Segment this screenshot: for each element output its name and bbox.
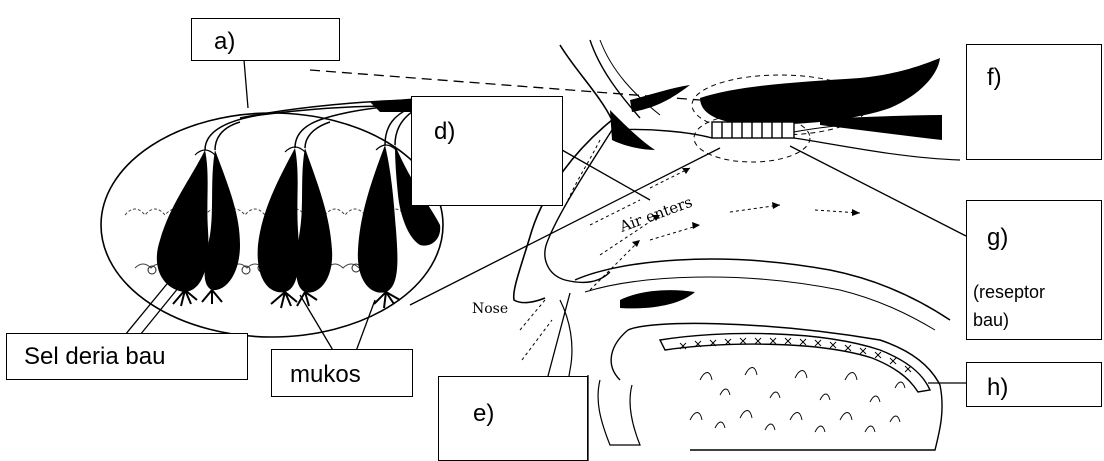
- label-box-mukos: mukos: [271, 349, 413, 397]
- label-box-d: d): [411, 96, 563, 206]
- leader-d: [562, 150, 650, 200]
- label-sel-deria-bau: Sel deria bau: [24, 344, 165, 370]
- label-box-sel-deria-bau: Sel deria bau: [6, 333, 248, 380]
- label-mukos: mukos: [290, 362, 361, 388]
- label-box-g: g) (reseptor bau): [966, 200, 1102, 340]
- label-box-a: a): [191, 18, 340, 61]
- label-a: a): [214, 29, 235, 55]
- label-h: h): [987, 375, 1008, 401]
- label-box-f: f): [966, 44, 1102, 160]
- label-d: d): [434, 119, 455, 145]
- label-g-note-2: bau): [973, 311, 1009, 331]
- label-e: e): [473, 401, 494, 427]
- leader-a: [244, 60, 248, 108]
- label-box-e: e): [438, 376, 588, 461]
- nose-text: Nose: [472, 301, 508, 317]
- label-box-h: h): [966, 362, 1102, 407]
- air-enters-text: Air enters: [616, 193, 694, 236]
- leader-e: [548, 293, 570, 376]
- label-g-note-1: (reseptor: [973, 283, 1045, 303]
- label-g: g): [987, 225, 1008, 251]
- label-f: f): [987, 65, 1002, 91]
